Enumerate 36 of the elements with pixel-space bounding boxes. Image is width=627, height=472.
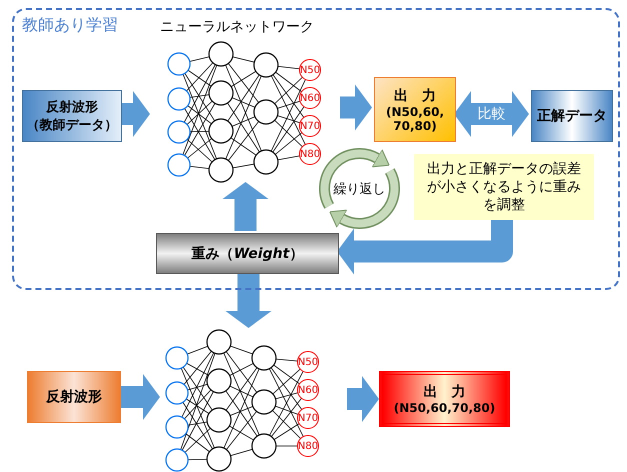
box-label: 反射波形: [46, 388, 102, 406]
block-arrow: [347, 376, 379, 422]
output-neuron: N80: [297, 435, 319, 457]
block-arrow: [120, 91, 150, 137]
network-heading: ニューラルネットワーク: [160, 18, 314, 36]
note-box: [414, 154, 594, 220]
block-arrow: [340, 84, 372, 130]
output-neuron: N80: [299, 143, 321, 165]
output-neuron: N70: [299, 115, 321, 137]
input-box: [22, 90, 122, 142]
output-box: [379, 371, 510, 427]
block-arrow: [337, 218, 513, 274]
block-arrow: [226, 272, 272, 328]
box-title: 出 力: [424, 383, 466, 401]
output-box: [374, 77, 456, 142]
note-text: 出力と正解データの誤差が小さくなるように重みを調整: [426, 160, 582, 214]
output-neuron: N50: [299, 59, 321, 81]
input-box: [27, 371, 121, 423]
output-neuron: N50: [297, 351, 319, 373]
box-label: (N50,60, 70,80): [384, 104, 446, 132]
box-title: 出 力: [394, 86, 436, 104]
block-arrow: [454, 91, 529, 137]
output-neuron: N60: [299, 87, 321, 109]
dashed-group-frame: [12, 8, 620, 290]
weight-box: [156, 233, 339, 274]
target-data-box: [531, 90, 613, 142]
repeat-label: 繰り返し: [334, 180, 386, 198]
box-label: (N50,60,70,80): [394, 401, 496, 415]
box-label: 反射波形（教師データ）: [26, 99, 118, 134]
output-neuron: N60: [297, 379, 319, 401]
box-label: 重み（Weight）: [192, 244, 304, 262]
box-label: 正解データ: [537, 107, 607, 125]
group-title: 教師あり学習: [22, 15, 118, 36]
output-neuron: N70: [297, 407, 319, 429]
edge-label: 比較: [478, 105, 506, 123]
block-arrow: [121, 374, 160, 420]
